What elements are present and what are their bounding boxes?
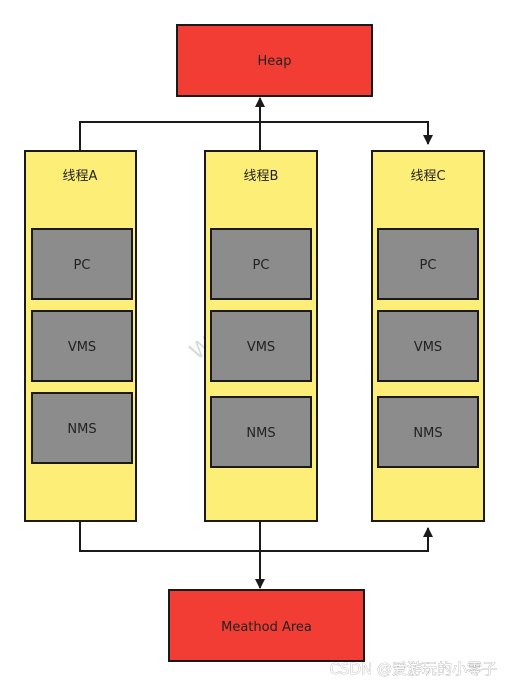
thread-c-nms-cell (377, 396, 479, 468)
thread-a-vms-label: VMS (68, 340, 96, 355)
thread-b-vms-cell (210, 310, 312, 382)
thread-c-pc-label: PC (420, 258, 437, 273)
thread-b-pc-label: PC (253, 258, 270, 273)
credit-text: CSDN @爱游玩的小零子 (329, 660, 497, 678)
thread-b-nms-cell (210, 396, 312, 468)
thread-a-nms-cell (31, 392, 133, 464)
thread-a-label: 线程A (63, 169, 98, 184)
thread-a-vms-cell (31, 310, 133, 382)
thread-c-label: 线程C (410, 169, 445, 184)
thread-c-vms-label: VMS (414, 340, 442, 355)
heap-rect (176, 24, 373, 97)
thread-c-vms-cell (377, 310, 479, 382)
heap-label: Heap (258, 54, 292, 69)
thread-a-pc-cell (31, 228, 133, 300)
thread-b: 线程B PC VMS NMS (204, 150, 318, 522)
connector-a-to-c-top (79, 121, 433, 150)
method-area-box: Meathod Area (168, 589, 365, 662)
thread-b-label: 线程B (244, 169, 279, 184)
thread-a: 线程A PC VMS NMS (24, 150, 137, 522)
method-area-rect (168, 589, 365, 662)
method-area-connectors (79, 521, 433, 589)
thread-a-nms-label: NMS (67, 422, 96, 437)
heap-box: Heap (176, 24, 373, 97)
thread-c-pc-cell (377, 228, 479, 300)
thread-c: 线程C PC VMS NMS (371, 150, 485, 522)
connector-a-to-c-bottom (79, 521, 433, 552)
thread-a-pc-label: PC (74, 258, 91, 273)
thread-c-nms-label: NMS (413, 426, 442, 441)
heap-connectors (79, 97, 433, 150)
method-area-label: Meathod Area (221, 620, 312, 635)
thread-b-pc-cell (210, 228, 312, 300)
thread-b-nms-label: NMS (246, 426, 275, 441)
thread-b-vms-label: VMS (247, 340, 275, 355)
